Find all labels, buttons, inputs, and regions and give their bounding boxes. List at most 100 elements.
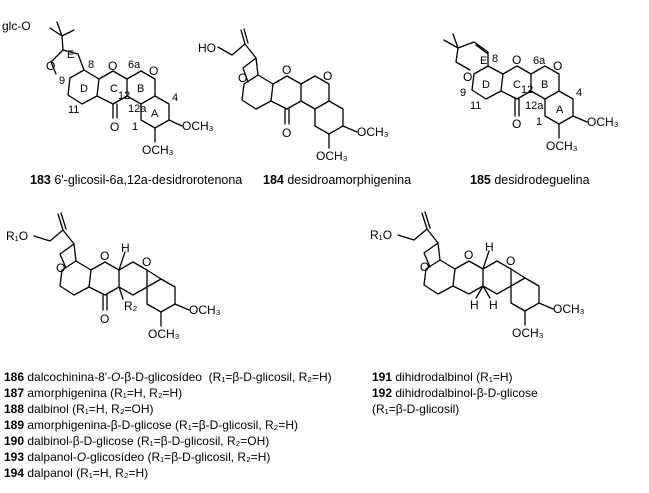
compound-name-suffix: -β-D-glicosídeo xyxy=(120,370,202,384)
o-label-chromene-184: O xyxy=(323,69,332,83)
atom-number-12a-185: 12a xyxy=(525,100,544,112)
carbonyl-o-184: O xyxy=(282,126,291,140)
compound-list-left: 186 dalcochinina-8'- O -β-D-glicosídeo (R₁… xyxy=(4,369,332,481)
compound-number: 187 xyxy=(4,386,25,400)
ring-label-c-185: C xyxy=(513,79,521,91)
compound-number: 184 xyxy=(263,173,284,187)
compound-name-suffix: -glicosídeo xyxy=(86,450,145,464)
ring-label-b-185: B xyxy=(541,79,548,91)
atom-number-12: 12 xyxy=(118,90,130,102)
ring-label-a-185: A xyxy=(556,104,564,116)
list-item: 189 amorphigenina-β-D-glicose (R₁=β-D-gl… xyxy=(4,417,332,433)
substituents: (R₁=H, R₂=H) xyxy=(76,466,149,480)
atom-number-4: 4 xyxy=(172,92,178,104)
substituents: (R₁=H, R₂=OH) xyxy=(72,402,154,416)
r1o-label-left: R₁O xyxy=(6,229,28,243)
list-item: 192 dihidrodalbinol-β-D-glicose xyxy=(372,385,538,401)
caption-185: 185 desidrodeguelina xyxy=(470,173,590,188)
och3-label-184b: OCH₃ xyxy=(316,149,348,163)
atom-number-8-185: 8 xyxy=(492,53,498,65)
atom-number-1-185: 1 xyxy=(536,116,542,128)
o-label-b-left: O xyxy=(142,255,151,269)
list-item: 190 dalbinol-β-D-glicose (R₁=β-D-glicosi… xyxy=(4,433,332,449)
structure-186-194: R₁O O O H O O R₂ OCH₃ OCH₃ xyxy=(6,212,221,341)
ring-label-b: B xyxy=(137,83,144,95)
compound-name: 6'-glicosil-6a,12a-desidrorotenona xyxy=(54,173,243,187)
compound-name: dalpanol- xyxy=(27,450,77,464)
compound-name: desidroamorphigenina xyxy=(287,173,412,187)
o-label-pyranone-185: O xyxy=(512,53,521,67)
o-label-furan-184: O xyxy=(238,71,247,85)
och3-label-right-b: OCH₃ xyxy=(512,326,544,340)
o-label-c-right: O xyxy=(464,248,473,262)
o-label-b-right: O xyxy=(506,254,515,268)
substituents: (R₁=β-D-glicosil, R₂=OH) xyxy=(137,434,270,448)
compound-name: dalpanol xyxy=(27,466,73,480)
o-label-furan-left: O xyxy=(56,261,65,275)
atom-number-12-185: 12 xyxy=(521,84,533,96)
compound-number: 190 xyxy=(4,434,25,448)
compound-number: 194 xyxy=(4,466,25,480)
glc-o-label: glc-O xyxy=(2,19,31,33)
compound-number: 186 xyxy=(4,370,25,384)
o-label-pyranone-184: O xyxy=(282,63,291,77)
h-label-left: H xyxy=(121,241,130,255)
substituents: (R₁=β-D-glicosil) xyxy=(372,402,460,416)
o-label-e: O xyxy=(46,59,55,73)
structure-184: HO O O O O OCH₃ OCH₃ xyxy=(198,28,389,163)
list-item: 186 dalcochinina-8'-O-β-D-glicosídeo (R₁… xyxy=(4,369,332,385)
list-item: 191 dihidrodalbinol (R₁=H) xyxy=(372,369,538,385)
carbonyl-o-left: O xyxy=(100,312,109,326)
compound-name: dalcochinina-8'- xyxy=(27,370,112,384)
atom-number-8: 8 xyxy=(88,59,94,71)
och3-label-left-b: OCH₃ xyxy=(148,327,180,341)
carbonyl-o-185: O xyxy=(512,117,521,131)
atom-number-9-185: 9 xyxy=(460,87,466,99)
atom-number-4-185: 4 xyxy=(576,87,582,99)
ring-label-a: A xyxy=(151,108,159,120)
substituents: (R₁=β-D-glicosil, R₂=H) xyxy=(208,370,332,384)
compound-number: 191 xyxy=(372,370,393,384)
o-label-chromene-185: O xyxy=(463,70,472,84)
atom-number-6a: 6a xyxy=(128,59,141,71)
och3-label-right-a: OCH₃ xyxy=(553,302,585,316)
ring-label-c: C xyxy=(110,83,118,95)
carbonyl-o-label: O xyxy=(110,120,119,134)
ho-label: HO xyxy=(198,41,216,55)
atom-number-6a-185: 6a xyxy=(533,55,546,67)
list-item: (R₁=β-D-glicosil) xyxy=(372,401,538,417)
list-item: 193 dalpanol-O-glicosídeo (R₁=β-D-glicos… xyxy=(4,449,332,465)
compound-name: dalbinol-β-D-glicose xyxy=(27,434,134,448)
compound-number: 183 xyxy=(30,173,51,187)
substituents: (R₁=β-D-glicosil, R₂=H) xyxy=(175,418,298,432)
substituents: (R₁=H, R₂=H) xyxy=(110,386,183,400)
list-item: 194 dalpanol (R₁=H, R₂=H) xyxy=(4,465,332,481)
compound-list-right: 191 dihidrodalbinol (R₁=H) 192 dihidroda… xyxy=(372,369,538,417)
och3-label-184a: OCH₃ xyxy=(357,125,389,139)
compound-number: 188 xyxy=(4,402,25,416)
compound-name: desidrodeguelina xyxy=(494,173,590,187)
atom-number-11: 11 xyxy=(68,104,79,116)
o-label-b: O xyxy=(149,64,158,78)
och3-label-185a: OCH₃ xyxy=(587,115,619,129)
compound-name-italic: O xyxy=(76,450,87,464)
h-label-right-1: H xyxy=(485,240,494,254)
compound-name: amorphigenina xyxy=(27,386,107,400)
compound-number: 192 xyxy=(372,386,393,400)
atom-number-11-185: 11 xyxy=(470,100,481,112)
substituents: (R₁=β-D-glicosil, R₂=H) xyxy=(147,450,271,464)
ring-label-d-185: D xyxy=(482,79,490,91)
structure-185: O O O O OCH₃ OCH₃ E D C B A 8 9 11 6a 12… xyxy=(443,33,619,153)
ring-label-e-185: E xyxy=(480,55,487,67)
och3-label-1: OCH₃ xyxy=(182,119,214,133)
atom-number-9: 9 xyxy=(59,75,65,87)
list-item: 187 amorphigenina (R₁=H, R₂=H) xyxy=(4,385,332,401)
structure-183: glc-O O O O O OCH₃ OCH₃ E D C B A 8 9 11… xyxy=(2,19,214,157)
compound-name: dihidrodalbinol-β-D-glicose xyxy=(395,386,538,400)
och3-label-2: OCH₃ xyxy=(142,143,174,157)
h-label-right-2: H xyxy=(470,298,479,312)
compound-number: 193 xyxy=(4,450,25,464)
atom-number-12a: 12a xyxy=(128,103,147,115)
ring-label-e: E xyxy=(67,49,74,61)
